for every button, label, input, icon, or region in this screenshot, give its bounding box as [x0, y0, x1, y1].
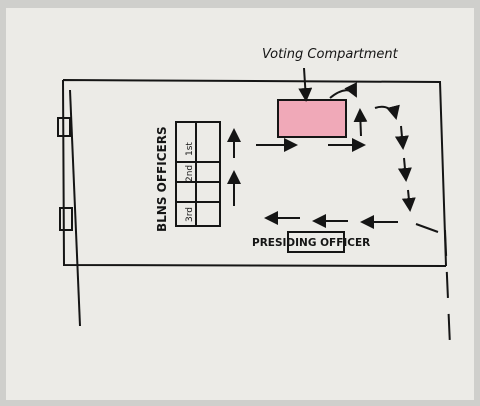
exit-line — [444, 229, 451, 347]
entrance-line — [69, 89, 81, 327]
bench-mark-1: 1st — [185, 142, 195, 156]
presiding-officer-label: PRESIDING OFFICER — [252, 237, 370, 249]
voter-flow-arrows — [227, 82, 416, 229]
door-marker-bottom — [59, 207, 73, 231]
blo-officers-label: BLNS OFFICERS — [155, 126, 169, 232]
blo-table — [175, 121, 221, 227]
door-marker-top — [57, 117, 71, 137]
voting-compartment-label: Voting Compartment — [262, 47, 399, 62]
bench-mark-3: 3rd — [185, 207, 195, 222]
flow-arrow-down-3 — [401, 189, 416, 212]
flow-arrow-curve-top — [329, 82, 357, 99]
exit-tick — [415, 223, 439, 233]
voting-compartment — [277, 99, 347, 138]
flow-arrow-curve-right — [374, 104, 400, 120]
presiding-officer-table — [287, 231, 345, 253]
flow-arrow-down-2 — [397, 157, 412, 182]
room-outline — [62, 79, 447, 267]
paper-sheet — [6, 8, 474, 400]
bench-mark-2: 2nd — [185, 165, 195, 182]
flow-arrow-up-3 — [353, 108, 368, 137]
flow-arrow-down-1 — [394, 125, 409, 150]
compartment-pointer — [298, 67, 313, 102]
